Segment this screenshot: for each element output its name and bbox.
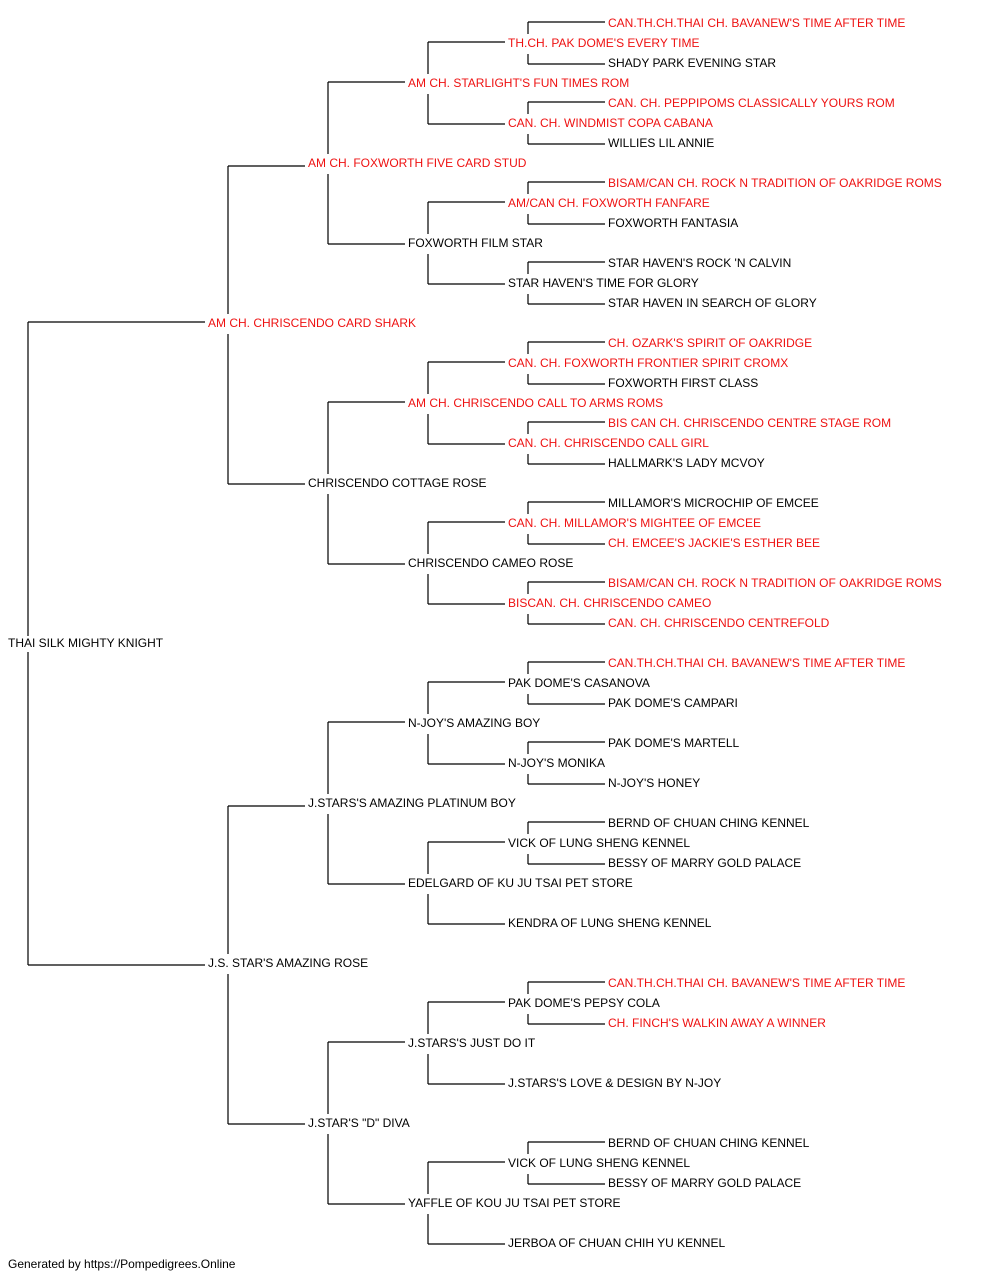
dog-gen5[interactable]: BESSY OF MARRY GOLD PALACE <box>608 856 802 870</box>
dog-gen5[interactable]: N-JOY'S HONEY <box>608 776 701 790</box>
dog-gen4[interactable]: STAR HAVEN'S TIME FOR GLORY <box>508 276 699 290</box>
dog-gen5[interactable]: SHADY PARK EVENING STAR <box>608 56 777 70</box>
dog-gen5[interactable]: STAR HAVEN IN SEARCH OF GLORY <box>608 296 817 310</box>
dog-gen5[interactable]: CH. OZARK'S SPIRIT OF OAKRIDGE <box>608 336 813 350</box>
dog-gen4[interactable]: KENDRA OF LUNG SHENG KENNEL <box>508 916 712 930</box>
dog-gen5[interactable]: FOXWORTH FIRST CLASS <box>608 376 759 390</box>
dog-gen5[interactable]: HALLMARK'S LADY MCVOY <box>608 456 765 470</box>
dog-gen5[interactable]: BERND OF CHUAN CHING KENNEL <box>608 816 810 830</box>
dog-gen4[interactable]: BISCAN. CH. CHRISCENDO CAMEO <box>508 596 712 610</box>
dog-gen5[interactable]: BIS CAN CH. CHRISCENDO CENTRE STAGE ROM <box>608 416 892 430</box>
dog-sire[interactable]: AM CH. CHRISCENDO CARD SHARK <box>208 316 417 330</box>
dog-gen5[interactable]: PAK DOME'S CAMPARI <box>608 696 738 710</box>
dog-gen5[interactable]: STAR HAVEN'S ROCK 'N CALVIN <box>608 256 792 270</box>
dog-gen3[interactable]: YAFFLE OF KOU JU TSAI PET STORE <box>408 1196 621 1210</box>
dog-gen4[interactable]: J.STARS'S LOVE & DESIGN BY N-JOY <box>508 1076 722 1090</box>
dog-gen5[interactable]: CH. FINCH'S WALKIN AWAY A WINNER <box>608 1016 826 1030</box>
dog-gen4[interactable]: CAN. CH. WINDMIST COPA CABANA <box>508 116 713 130</box>
dog-dam[interactable]: J.S. STAR'S AMAZING ROSE <box>208 956 369 970</box>
dog-gen5[interactable]: CAN.TH.CH.THAI CH. BAVANEW'S TIME AFTER … <box>608 16 906 30</box>
dog-gen4[interactable]: JERBOA OF CHUAN CHIH YU KENNEL <box>508 1236 726 1250</box>
dog-gen4[interactable]: VICK OF LUNG SHENG KENNEL <box>508 836 691 850</box>
dog-subject[interactable]: THAI SILK MIGHTY KNIGHT <box>8 636 164 650</box>
footer-credit: Generated by https://Pompedigrees.Online <box>8 1257 236 1271</box>
dog-gen4[interactable]: CAN. CH. CHRISCENDO CALL GIRL <box>508 436 709 450</box>
dog-gen4[interactable]: VICK OF LUNG SHENG KENNEL <box>508 1156 691 1170</box>
dog-gen3[interactable]: CHRISCENDO CAMEO ROSE <box>408 556 574 570</box>
dog-gen4[interactable]: PAK DOME'S CASANOVA <box>508 676 650 690</box>
dog-gen5[interactable]: CAN. CH. CHRISCENDO CENTREFOLD <box>608 616 830 630</box>
dog-gen2[interactable]: J.STAR'S "D" DIVA <box>308 1116 410 1130</box>
dog-gen5[interactable]: WILLIES LIL ANNIE <box>608 136 715 150</box>
dog-gen5[interactable]: BESSY OF MARRY GOLD PALACE <box>608 1176 802 1190</box>
dog-gen5[interactable]: CAN.TH.CH.THAI CH. BAVANEW'S TIME AFTER … <box>608 976 906 990</box>
dog-gen3[interactable]: AM CH. CHRISCENDO CALL TO ARMS ROMS <box>408 396 664 410</box>
dog-gen2[interactable]: J.STARS'S AMAZING PLATINUM BOY <box>308 796 516 810</box>
dog-gen5[interactable]: MILLAMOR'S MICROCHIP OF EMCEE <box>608 496 819 510</box>
dog-gen5[interactable]: BISAM/CAN CH. ROCK N TRADITION OF OAKRID… <box>608 176 942 190</box>
dog-gen4[interactable]: CAN. CH. MILLAMOR'S MIGHTEE OF EMCEE <box>508 516 761 530</box>
dog-gen2[interactable]: AM CH. FOXWORTH FIVE CARD STUD <box>308 156 527 170</box>
dog-gen4[interactable]: CAN. CH. FOXWORTH FRONTIER SPIRIT CROMX <box>508 356 789 370</box>
dog-gen5[interactable]: BISAM/CAN CH. ROCK N TRADITION OF OAKRID… <box>608 576 942 590</box>
dog-gen5[interactable]: BERND OF CHUAN CHING KENNEL <box>608 1136 810 1150</box>
dog-gen4[interactable]: PAK DOME'S PEPSY COLA <box>508 996 660 1010</box>
dog-gen2[interactable]: CHRISCENDO COTTAGE ROSE <box>308 476 487 490</box>
dog-gen5[interactable]: PAK DOME'S MARTELL <box>608 736 740 750</box>
dog-gen4[interactable]: N-JOY'S MONIKA <box>508 756 605 770</box>
dog-gen3[interactable]: J.STARS'S JUST DO IT <box>408 1036 536 1050</box>
dog-gen5[interactable]: FOXWORTH FANTASIA <box>608 216 739 230</box>
dog-gen5[interactable]: CH. EMCEE'S JACKIE'S ESTHER BEE <box>608 536 820 550</box>
dog-gen5[interactable]: CAN. CH. PEPPIPOMS CLASSICALLY YOURS ROM <box>608 96 895 110</box>
dog-gen3[interactable]: EDELGARD OF KU JU TSAI PET STORE <box>408 876 633 890</box>
dog-gen3[interactable]: FOXWORTH FILM STAR <box>408 236 543 250</box>
dog-gen4[interactable]: TH.CH. PAK DOME'S EVERY TIME <box>508 36 700 50</box>
dog-gen4[interactable]: AM/CAN CH. FOXWORTH FANFARE <box>508 196 710 210</box>
dog-gen3[interactable]: AM CH. STARLIGHT'S FUN TIMES ROM <box>408 76 630 90</box>
dog-gen5[interactable]: CAN.TH.CH.THAI CH. BAVANEW'S TIME AFTER … <box>608 656 906 670</box>
dog-gen3[interactable]: N-JOY'S AMAZING BOY <box>408 716 541 730</box>
